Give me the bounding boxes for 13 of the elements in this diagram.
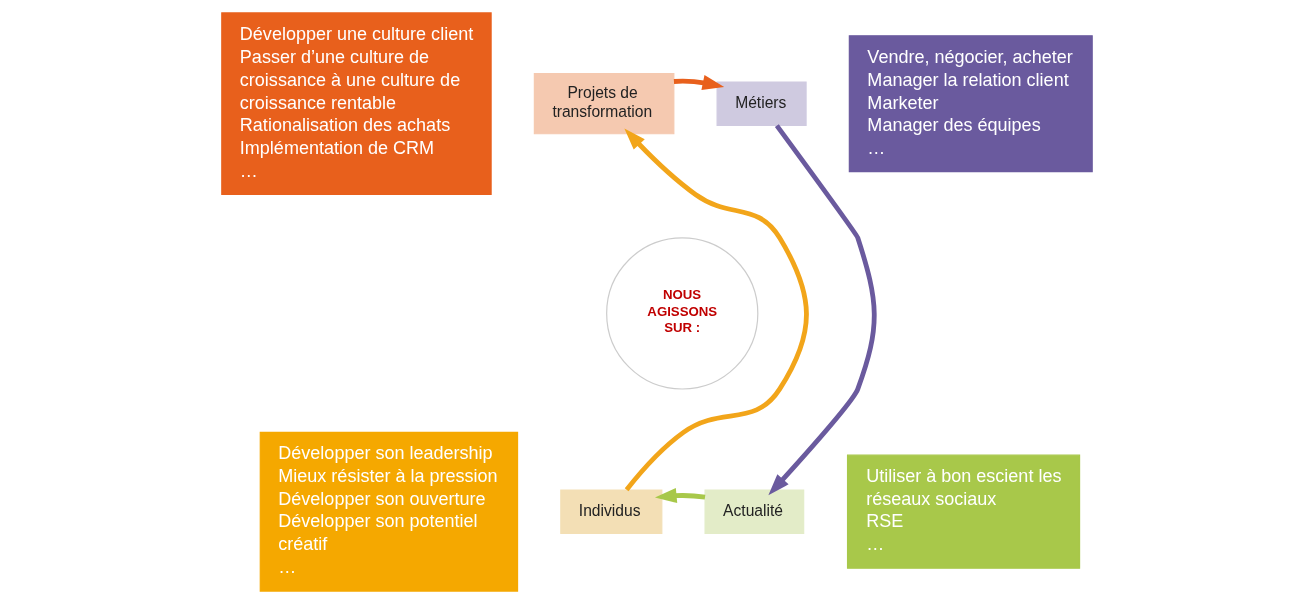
node-box: Individus: [560, 489, 663, 534]
arrow: [768, 124, 877, 496]
node-box: Actualité: [704, 489, 805, 534]
node-box: Métiers: [716, 81, 807, 126]
node-box: Développer une culture client Passer d’une culture de croissance à une culture de croissance rentable Rationalisation des achats Implémentation de CRM …: [221, 12, 492, 196]
node-box: Vendre, négocier, acheter Manager la relation client Marketer Manager des équipes …: [848, 35, 1093, 173]
arrow: [654, 487, 706, 504]
node-box: Projets de transformation: [533, 73, 675, 135]
node-box: Utiliser à bon escient les réseaux sociaux RSE …: [846, 454, 1081, 569]
node-box: Développer son leadership Mieux résister à la pression Développer son ouverture Développer son potentiel créatif …: [259, 431, 519, 592]
arrow: [624, 128, 809, 492]
node-circle: NOUS AGISSONS SUR :: [606, 237, 759, 390]
arrow: [673, 75, 725, 90]
